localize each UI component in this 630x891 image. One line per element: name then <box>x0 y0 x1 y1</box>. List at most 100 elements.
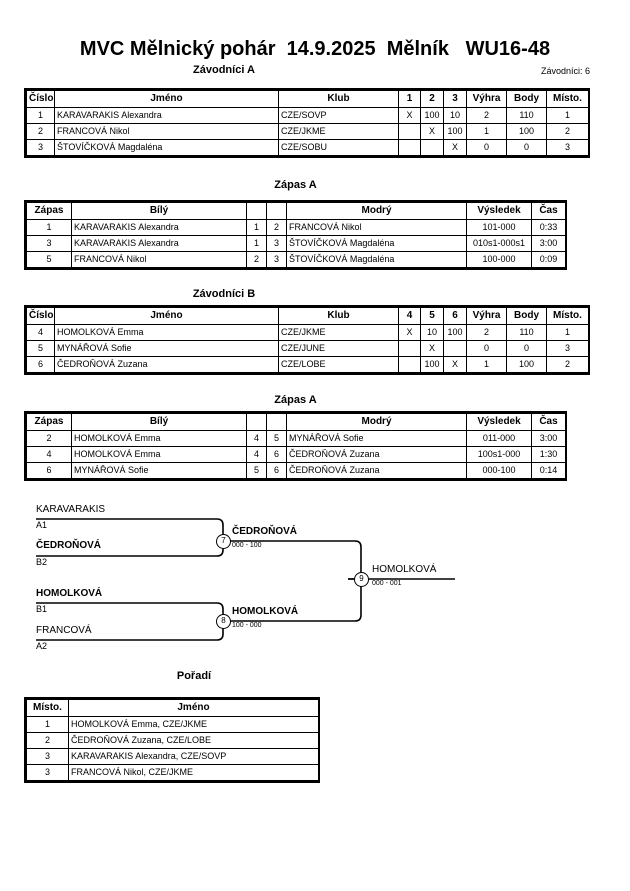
col-zapas: Zápas <box>26 202 72 220</box>
bracket-final-score: 000 - 001 <box>372 580 402 587</box>
cell-body: 100 <box>506 123 547 140</box>
cell-cislo: 3 <box>26 139 55 156</box>
cell-body: 110 <box>506 107 547 124</box>
cell-klub: CZE/JKME <box>278 324 399 341</box>
table-row: 1 KARAVARAKIS Alexandra CZE/SOVP X 100 1… <box>26 107 589 124</box>
cell-modry: ŠTOVÍČKOVÁ Magdaléna <box>286 235 467 252</box>
cell-misto: 2 <box>546 356 589 373</box>
col-misto: Místo. <box>26 699 69 717</box>
cell-klub: CZE/SOVP <box>278 107 399 124</box>
cell-cislo: 5 <box>26 340 55 357</box>
cell-m1: X <box>398 324 421 341</box>
cell-jmeno: FRANCOVÁ Nikol <box>54 123 279 140</box>
col-vyhra: Výhra <box>466 307 507 325</box>
matches-b-table: Zápas Bílý Modrý Výsledek Čas 2 HOMOLKOV… <box>24 411 567 481</box>
bracket-lines <box>36 518 455 641</box>
table-row: 1 KARAVARAKIS Alexandra 1 2 FRANCOVÁ Nik… <box>26 219 566 236</box>
col-misto: Místo. <box>546 90 589 108</box>
cell-vyhra: 0 <box>466 139 507 156</box>
col-klub: Klub <box>278 307 399 325</box>
col-opponent-4: 4 <box>398 307 421 325</box>
table-row: 2 HOMOLKOVÁ Emma 4 5 MYNÁŘOVÁ Sofie 011-… <box>26 430 566 447</box>
cell-misto: 3 <box>26 748 69 765</box>
cell-modry: ŠTOVÍČKOVÁ Magdaléna <box>286 251 467 268</box>
cell-m2: X <box>420 340 444 357</box>
standings-table: Místo. Jméno 1 HOMOLKOVÁ Emma, CZE/JKME … <box>24 697 320 783</box>
cell-jmeno: HOMOLKOVÁ Emma, CZE/JKME <box>68 716 319 733</box>
matches-a-table: Zápas Bílý Modrý Výsledek Čas 1 KARAVARA… <box>24 200 567 270</box>
cell-vyhra: 0 <box>466 340 507 357</box>
cell-misto: 1 <box>26 716 69 733</box>
col-body: Body <box>506 307 547 325</box>
table-row: 5 MYNÁŘOVÁ Sofie CZE/JUNE X 0 0 3 <box>26 340 589 357</box>
col-num-blue <box>266 413 287 431</box>
cell-m3: 10 <box>443 107 467 124</box>
cell-vysledek: 101-000 <box>466 219 532 236</box>
cell-misto: 3 <box>546 340 589 357</box>
cell-num-white: 1 <box>246 219 267 236</box>
col-jmeno: Jméno <box>54 307 279 325</box>
cell-num-blue: 2 <box>266 219 287 236</box>
col-bily: Bílý <box>71 202 247 220</box>
cell-m3 <box>443 340 467 357</box>
cell-misto: 3 <box>26 764 69 781</box>
col-bily: Bílý <box>71 413 247 431</box>
cell-m2: 100 <box>420 107 444 124</box>
col-modry: Modrý <box>286 202 467 220</box>
cell-modry: MYNÁŘOVÁ Sofie <box>286 430 467 447</box>
cell-bily: MYNÁŘOVÁ Sofie <box>71 462 247 479</box>
cell-num-white: 1 <box>246 235 267 252</box>
table-row: 3 ŠTOVÍČKOVÁ Magdaléna CZE/SOBU X 0 0 3 <box>26 139 589 156</box>
cell-jmeno: KARAVARAKIS Alexandra, CZE/SOVP <box>68 748 319 765</box>
cell-vyhra: 2 <box>466 324 507 341</box>
bracket-final-winner: HOMOLKOVÁ <box>372 564 437 575</box>
cell-m2 <box>420 139 444 156</box>
col-misto: Místo. <box>546 307 589 325</box>
col-cas: Čas <box>531 413 566 431</box>
col-opponent-5: 5 <box>420 307 444 325</box>
cell-jmeno: MYNÁŘOVÁ Sofie <box>54 340 279 357</box>
col-jmeno: Jméno <box>54 90 279 108</box>
cell-zapas: 2 <box>26 430 72 447</box>
bracket-slot-name: FRANCOVÁ <box>36 625 92 636</box>
bracket-slot-seed: B2 <box>36 557 48 567</box>
cell-m3: 100 <box>443 123 467 140</box>
cell-misto: 2 <box>546 123 589 140</box>
cell-num-blue: 5 <box>266 430 287 447</box>
cell-jmeno: ŠTOVÍČKOVÁ Magdaléna <box>54 139 279 156</box>
table-header-row: Číslo Jméno Klub 4 5 6 Výhra Body Místo. <box>26 307 589 325</box>
cell-cislo: 6 <box>26 356 55 373</box>
bracket-node-score: 000 - 100 <box>232 542 262 549</box>
cell-vyhra: 1 <box>466 356 507 373</box>
bracket-slot-name: ČEDROŇOVÁ <box>36 540 102 551</box>
cell-vyhra: 2 <box>466 107 507 124</box>
cell-cislo: 2 <box>26 123 55 140</box>
cell-body: 100 <box>506 356 547 373</box>
cell-klub: CZE/SOBU <box>278 139 399 156</box>
cell-misto: 3 <box>546 139 589 156</box>
cell-klub: CZE/JUNE <box>278 340 399 357</box>
cell-m3: 100 <box>443 324 467 341</box>
cell-num-white: 5 <box>246 462 267 479</box>
cell-bily: KARAVARAKIS Alexandra <box>71 219 247 236</box>
cell-body: 0 <box>506 340 547 357</box>
cell-m1 <box>398 139 421 156</box>
cell-vysledek: 011-000 <box>466 430 532 447</box>
bracket-slot-seed: B1 <box>36 604 48 614</box>
table-row: 5 FRANCOVÁ Nikol 2 3 ŠTOVÍČKOVÁ Magdalén… <box>26 251 566 268</box>
cell-m2: 100 <box>420 356 444 373</box>
cell-vysledek: 100-000 <box>466 251 532 268</box>
col-opponent-3: 3 <box>443 90 467 108</box>
table-row: 2 FRANCOVÁ Nikol CZE/JKME X 100 1 100 2 <box>26 123 589 140</box>
cell-num-white: 4 <box>246 430 267 447</box>
cell-jmeno: KARAVARAKIS Alexandra <box>54 107 279 124</box>
cell-modry: FRANCOVÁ Nikol <box>286 219 467 236</box>
cell-m1: X <box>398 107 421 124</box>
cell-bily: HOMOLKOVÁ Emma <box>71 430 247 447</box>
cell-jmeno: ČEDROŇOVÁ Zuzana, CZE/LOBE <box>68 732 319 749</box>
col-opponent-2: 2 <box>420 90 444 108</box>
table-header-row: Místo. Jméno <box>26 699 319 717</box>
col-num-white <box>246 202 267 220</box>
cell-cas: 1:30 <box>531 446 566 463</box>
cell-klub: CZE/LOBE <box>278 356 399 373</box>
